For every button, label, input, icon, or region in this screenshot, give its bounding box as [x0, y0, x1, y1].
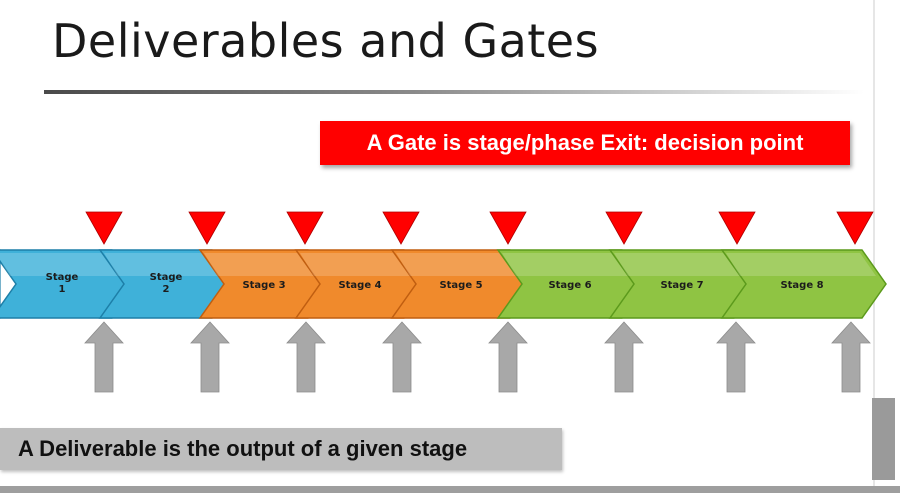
stage-highlight [204, 253, 322, 276]
title-rule [44, 90, 864, 94]
gate-marker-icon [188, 211, 226, 245]
stage-label: Stage 7 [660, 280, 703, 291]
gate-marker-icon [382, 211, 420, 245]
gate-definition-banner: A Gate is stage/phase Exit: decision poi… [320, 121, 850, 165]
deliverable-arrow-icon [286, 321, 326, 393]
stage-highlight [502, 253, 636, 276]
stage-label: Stage 4 [338, 280, 381, 291]
stage-label: 2 [163, 284, 170, 295]
bottom-strip [0, 486, 900, 493]
stage-label: Stage 8 [780, 280, 823, 291]
stage-label: Stage 5 [439, 280, 482, 291]
gate-marker-icon [489, 211, 527, 245]
deliverable-arrow-icon [604, 321, 644, 393]
stage-label: 1 [59, 284, 66, 295]
gate-markers [85, 211, 874, 245]
stage-label: Stage [150, 272, 183, 283]
deliverable-arrow-icon [716, 321, 756, 393]
stage-label: Stage [46, 272, 79, 283]
deliverable-arrow-icon [488, 321, 528, 393]
stage-highlight [726, 253, 876, 276]
stage-label: Stage 6 [548, 280, 591, 291]
gate-marker-icon [85, 211, 123, 245]
gate-marker-icon [286, 211, 324, 245]
deliverable-arrow-icon [831, 321, 871, 393]
stage-highlight [300, 253, 418, 276]
gate-marker-icon [718, 211, 756, 245]
gate-marker-icon [836, 211, 874, 245]
stage-highlight [0, 253, 126, 276]
deliverable-arrow-icon [84, 321, 124, 393]
stage-chevron [720, 249, 887, 319]
scrollbar-thumb[interactable] [872, 398, 895, 480]
deliverable-arrows [84, 321, 871, 393]
slide-title: Deliverables and Gates [52, 14, 600, 68]
stage-highlight [614, 253, 748, 276]
deliverable-definition-banner: A Deliverable is the output of a given s… [0, 428, 562, 470]
gate-marker-icon [605, 211, 643, 245]
stage-label: Stage 3 [242, 280, 285, 291]
slide-edge [873, 0, 875, 493]
deliverable-arrow-icon [190, 321, 230, 393]
stage-highlight [396, 253, 524, 276]
stage-highlight [104, 253, 226, 276]
deliverable-arrow-icon [382, 321, 422, 393]
